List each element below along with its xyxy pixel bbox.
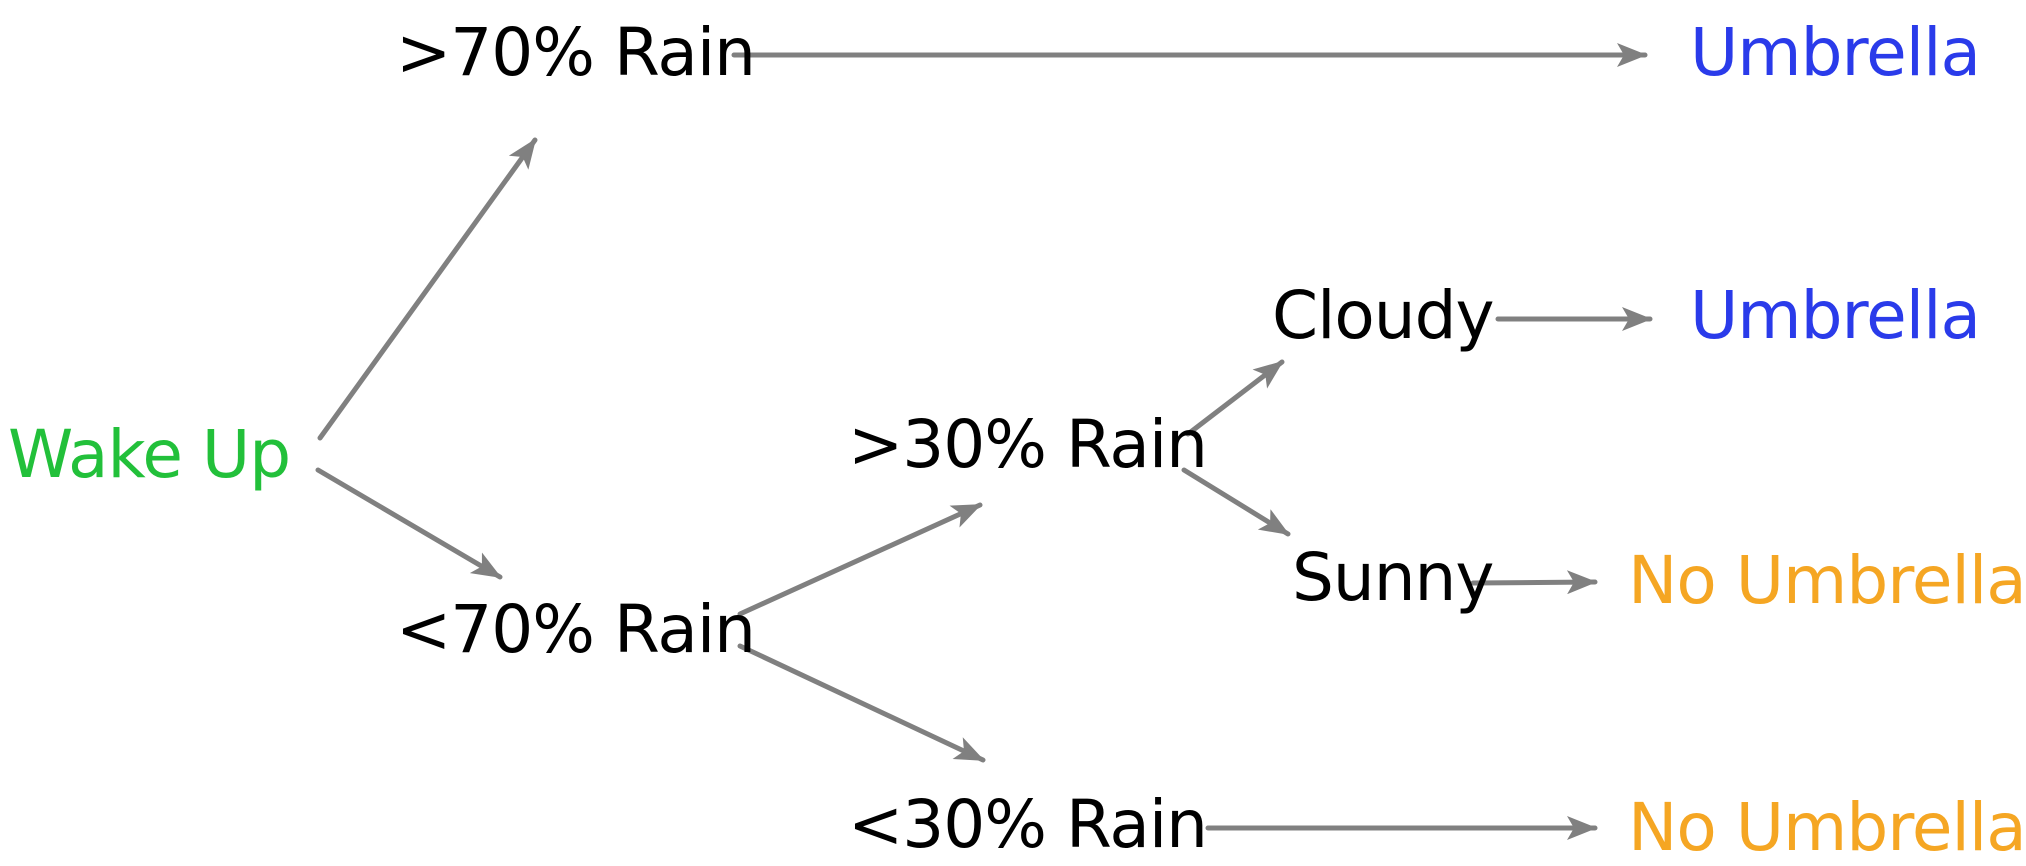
edge-wake-up-to-rain-over-70	[317, 137, 538, 441]
edge-rain-over-30-to-cloudy	[1185, 359, 1285, 437]
node-rain-under-30: <30% Rain	[848, 786, 1208, 863]
node-wake-up: Wake Up	[8, 416, 291, 493]
node-rain-over-70: >70% Rain	[396, 14, 756, 91]
node-rain-under-70: <70% Rain	[396, 591, 756, 668]
edge-rain-over-30-to-sunny	[1181, 467, 1291, 537]
outcome-umbrella-1: Umbrella	[1690, 14, 1981, 91]
edge-rain-under-70-to-rain-under-30	[737, 643, 986, 763]
node-sunny: Sunny	[1292, 539, 1494, 616]
outcome-umbrella-2: Umbrella	[1690, 277, 1981, 354]
outcome-no-umbrella-1: No Umbrella	[1628, 542, 2026, 619]
node-cloudy: Cloudy	[1272, 277, 1495, 354]
edge-sunny-to-no-umbrella	[1470, 570, 1598, 595]
node-rain-over-30: >30% Rain	[848, 406, 1208, 483]
edge-rain-under-70-to-rain-over-30	[737, 502, 983, 617]
edge-wake-up-to-rain-under-70	[315, 467, 503, 580]
outcome-no-umbrella-2: No Umbrella	[1628, 789, 2026, 866]
